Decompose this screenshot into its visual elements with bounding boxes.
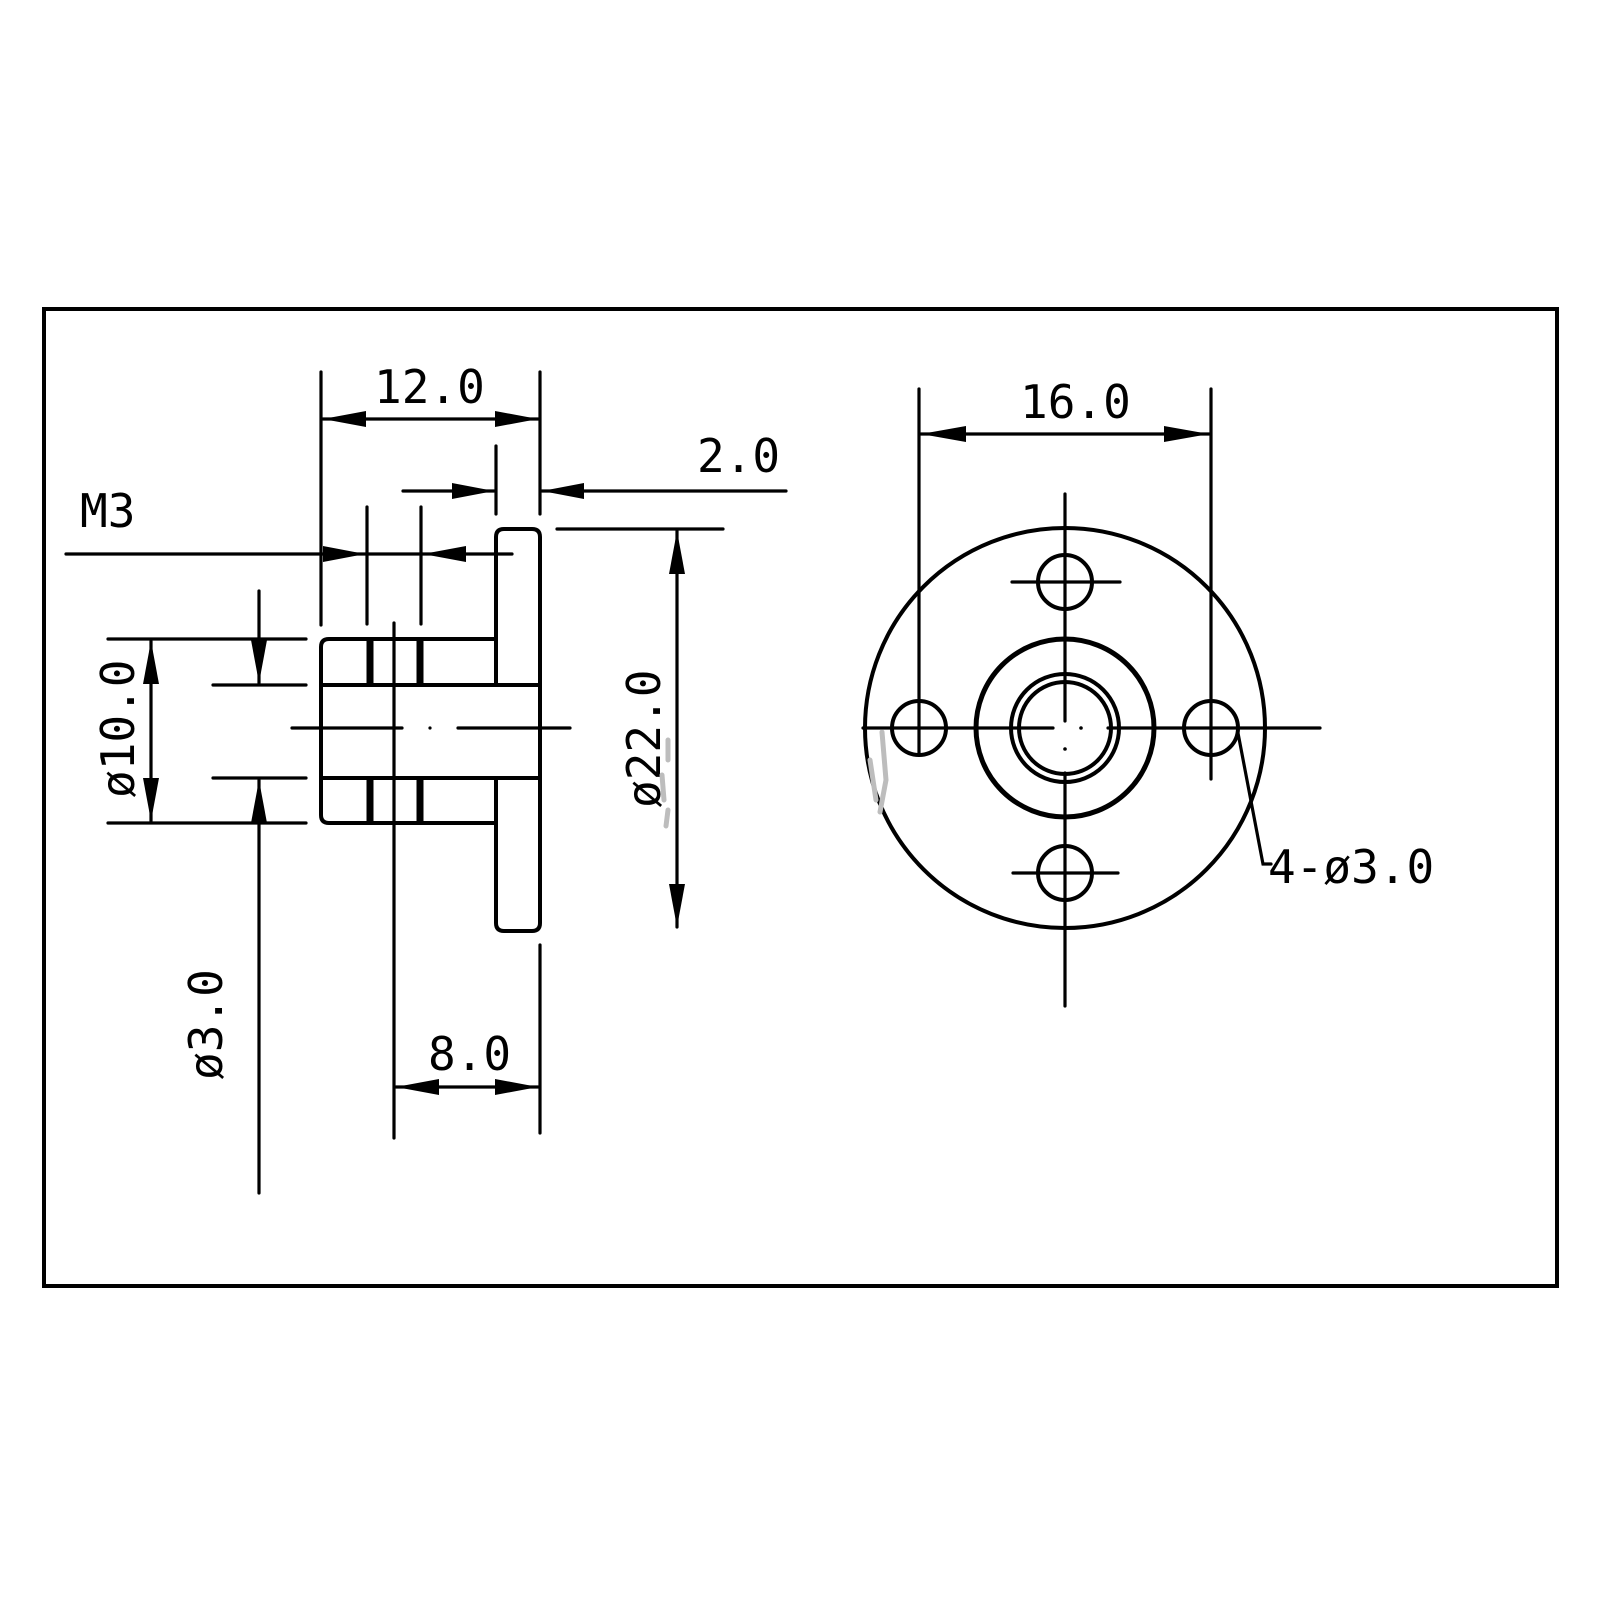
front-center-dot bbox=[1079, 726, 1083, 730]
mounting-hole-right bbox=[1182, 387, 1240, 781]
axis-center-dot bbox=[428, 726, 432, 730]
dim-hub-diameter: ø10.0 bbox=[91, 660, 145, 798]
mounting-hole-bottom bbox=[1011, 844, 1120, 902]
arrow-22-top bbox=[669, 531, 685, 574]
arrow-8-right bbox=[495, 1079, 538, 1095]
dim-bore-diameter: ø3.0 bbox=[179, 969, 233, 1080]
drawing-frame bbox=[42, 307, 1559, 1288]
scan-artifact-mark-front bbox=[867, 729, 889, 815]
arrow-m3-right bbox=[423, 546, 466, 562]
dim-overall-length: 12.0 bbox=[374, 360, 485, 414]
dim-hub-length: 8.0 bbox=[428, 1027, 511, 1081]
front-view: 16.0 4-ø3.0 bbox=[861, 375, 1434, 1008]
dim-set-screw-thread: M3 bbox=[80, 484, 135, 538]
arrow-m3-left bbox=[323, 546, 365, 562]
dim-flange-thickness: 2.0 bbox=[697, 429, 780, 483]
side-view: 12.0 2.0 M3 ø10.0 ø3.0 ø2 bbox=[64, 360, 788, 1195]
mounting-hole-left bbox=[890, 387, 948, 757]
arrow-8-left bbox=[396, 1079, 439, 1095]
arrow-3-bottom bbox=[251, 780, 267, 823]
arrow-3-top bbox=[251, 640, 267, 683]
arrow-16-left bbox=[921, 426, 966, 442]
leader-mounting-holes bbox=[1236, 731, 1273, 866]
arrow-12-left bbox=[323, 411, 366, 427]
mounting-hole-top bbox=[1010, 553, 1122, 611]
arrow-22-bottom bbox=[669, 884, 685, 927]
arrow-10-bottom bbox=[143, 778, 159, 821]
arrow-10-top bbox=[143, 641, 159, 684]
dim-bolt-circle-span: 16.0 bbox=[1020, 375, 1131, 429]
arrow-2-left bbox=[452, 483, 494, 499]
scan-artifact-mark bbox=[659, 737, 671, 829]
arrow-16-right bbox=[1164, 426, 1209, 442]
front-center-dot-lower bbox=[1063, 747, 1067, 751]
flange-outline bbox=[494, 527, 542, 933]
dim-mounting-holes: 4-ø3.0 bbox=[1268, 840, 1434, 894]
arrow-12-right bbox=[495, 411, 538, 427]
hub-body-outline bbox=[319, 637, 498, 825]
